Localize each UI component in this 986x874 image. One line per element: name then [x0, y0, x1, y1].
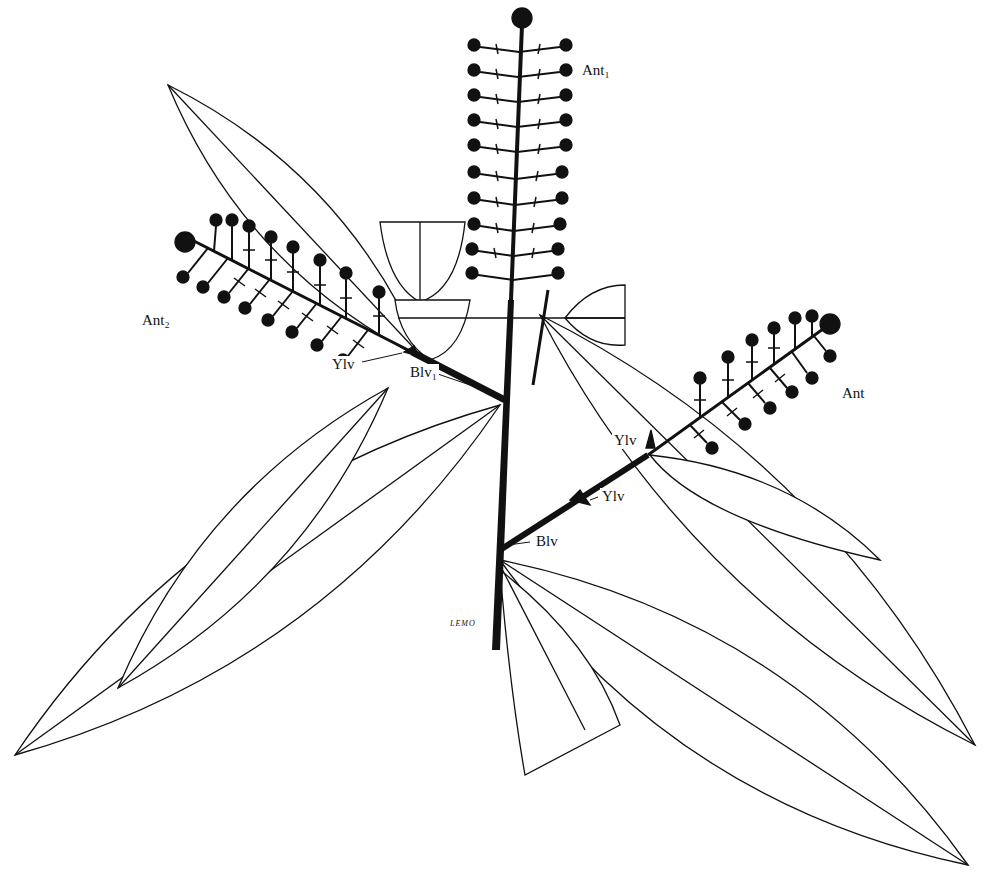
part-label: Ant₂	[140, 312, 172, 329]
part-label: Ylv	[600, 488, 627, 505]
part-label: Ylv	[330, 356, 357, 373]
part-label: Ant	[840, 385, 867, 402]
signature: LEMO	[448, 620, 478, 629]
part-label: Blv	[534, 533, 560, 550]
part-label: Ylv	[612, 432, 639, 449]
part-label: Ant₁	[580, 62, 612, 79]
part-label: Blv₁	[408, 364, 439, 381]
